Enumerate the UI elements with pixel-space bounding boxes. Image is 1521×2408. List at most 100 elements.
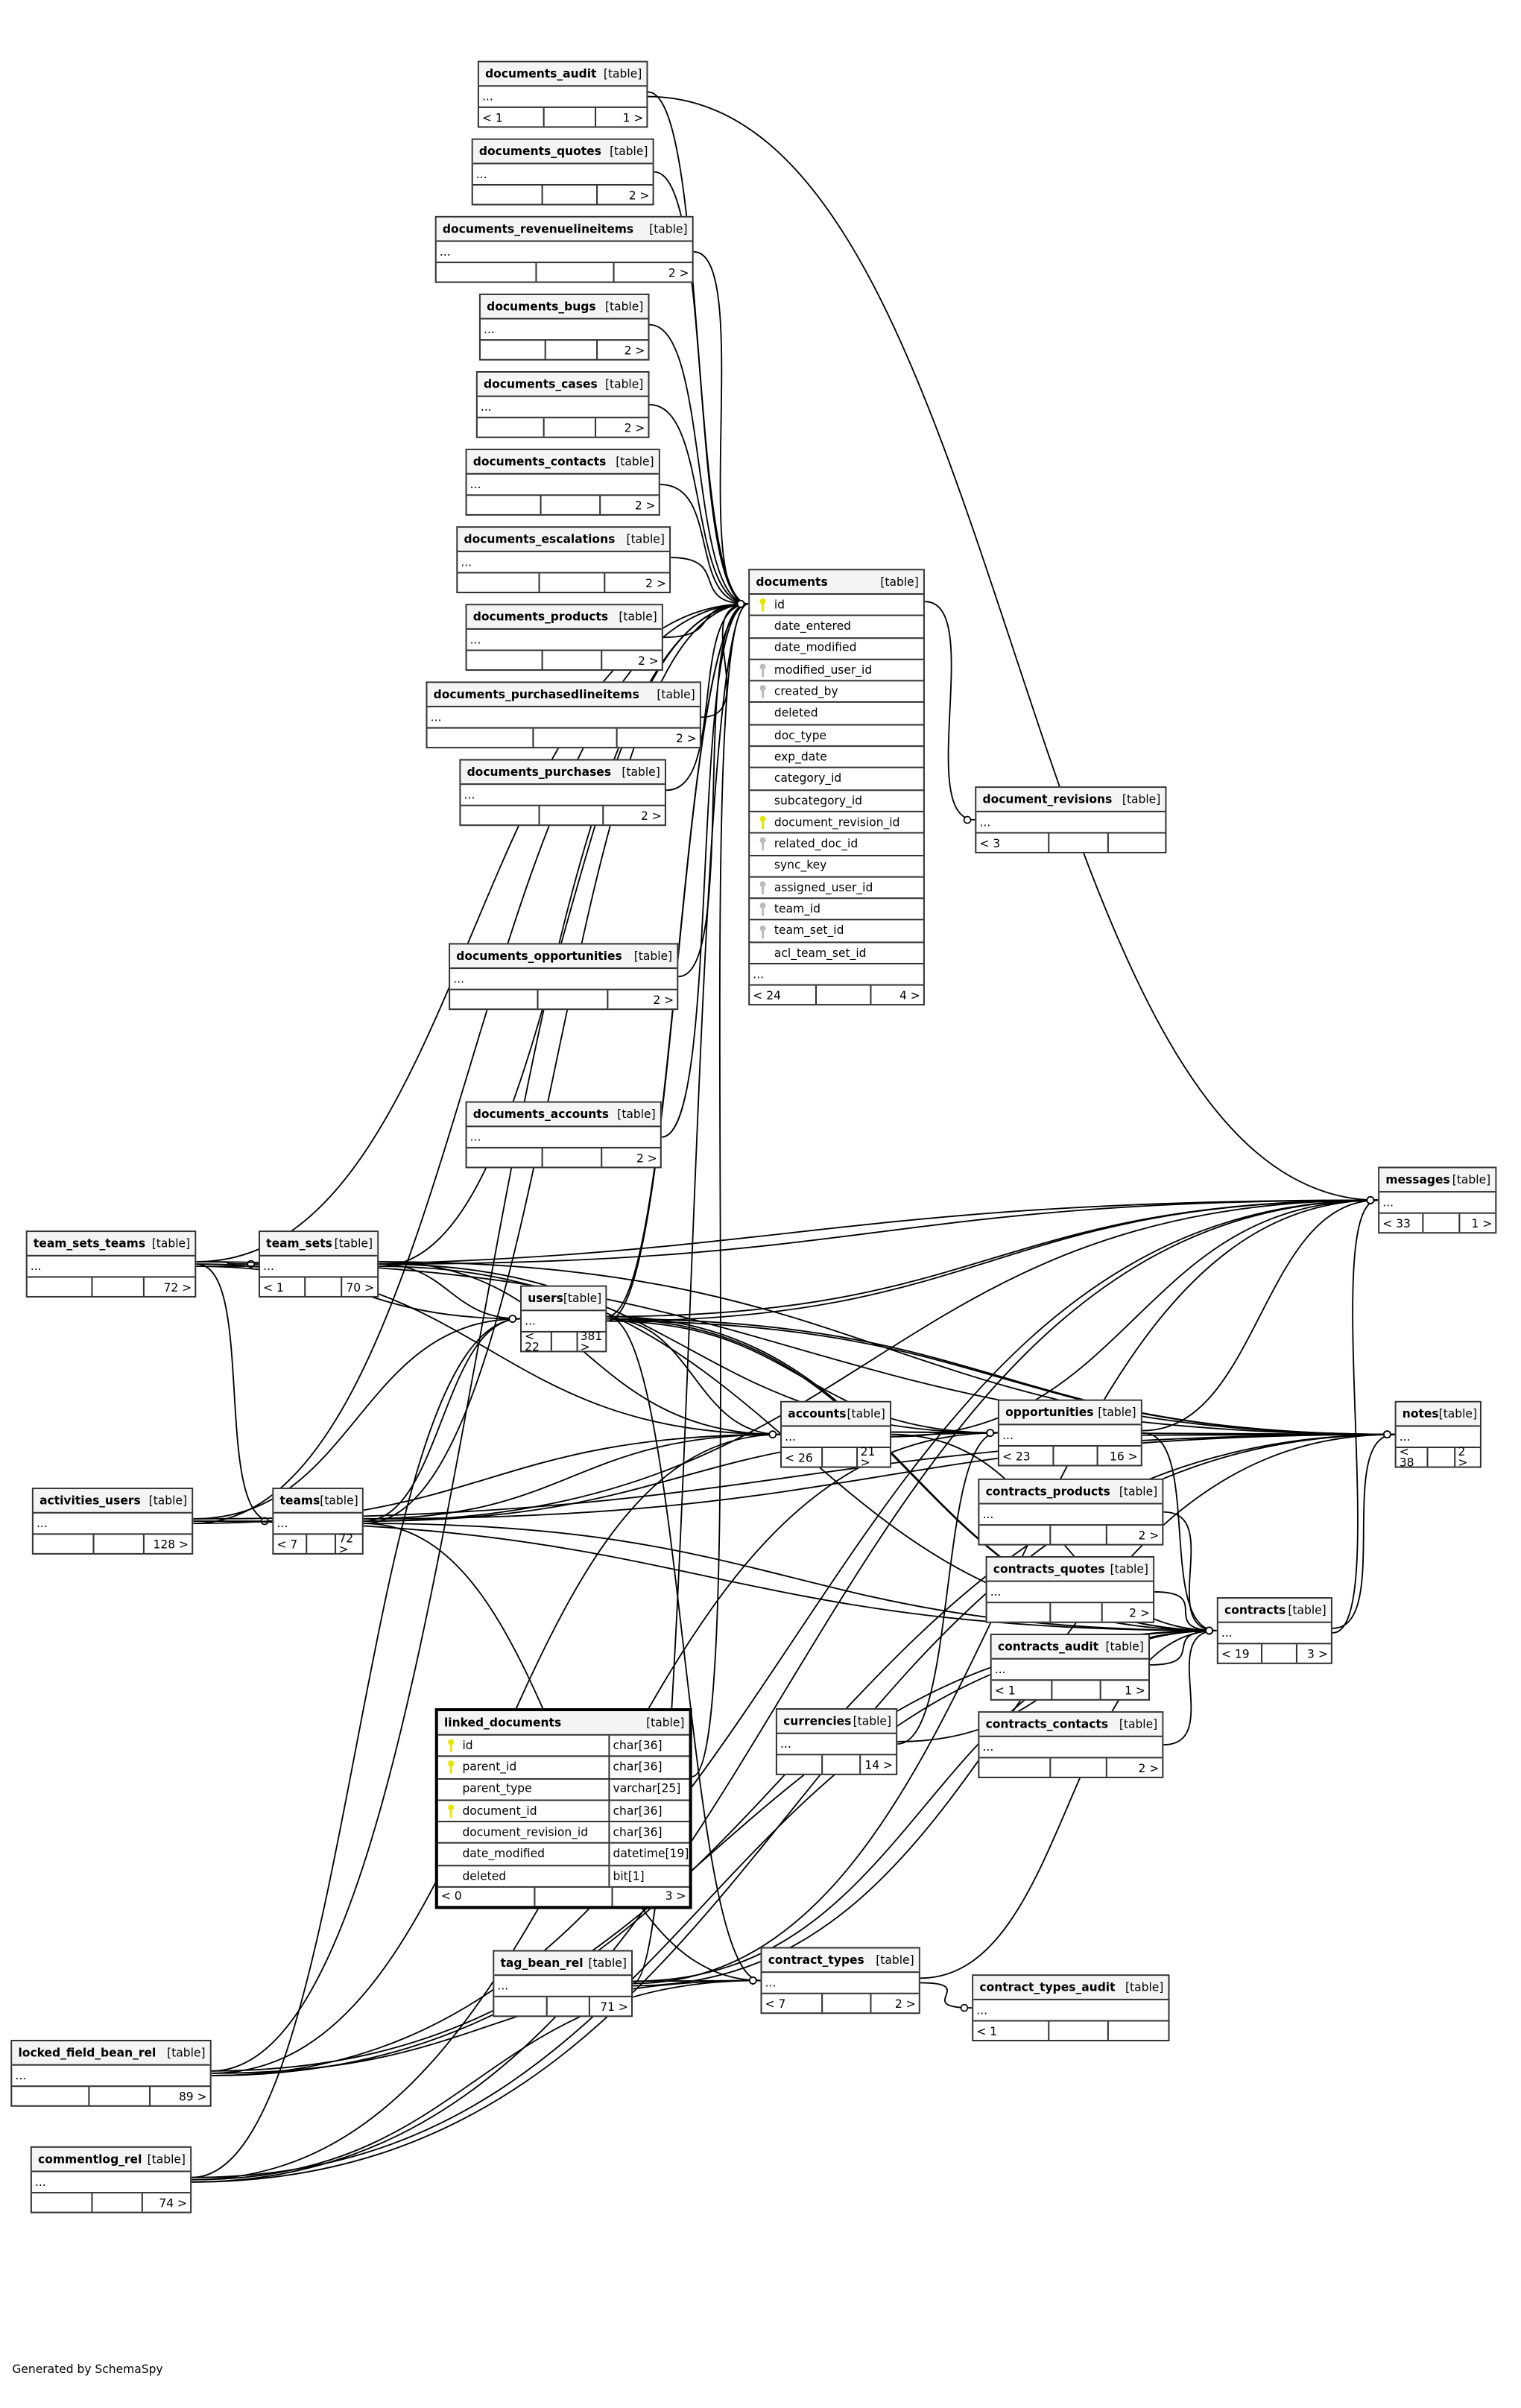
column-row[interactable]: modified_user_id [750,660,923,682]
parent-count[interactable]: < 0 [438,1888,537,1906]
child-count[interactable]: 3 > [665,1889,686,1903]
child-count[interactable]: 2 > [1138,1760,1160,1775]
table-header[interactable]: documents_purchases[table] [461,760,665,786]
table-header[interactable]: accounts[table] [782,1402,890,1427]
more-columns-row[interactable]: ... [461,785,665,807]
more-columns-row[interactable]: ... [467,1127,660,1149]
child-count[interactable]: 2 > [1458,1444,1468,1470]
child-count[interactable]: 2 > [641,808,662,823]
parent-count[interactable]: < 1 [992,1681,1053,1700]
child-count[interactable]: 3 > [1307,1646,1328,1660]
child-count[interactable]: 2 > [624,420,645,434]
more-columns-row[interactable]: ... [976,812,1166,835]
parent-count[interactable]: < 1 [479,108,545,127]
more-columns-row[interactable]: ... [477,397,648,419]
column-row[interactable]: date_modified [750,638,923,660]
table-header[interactable]: notes[table] [1396,1402,1480,1427]
table-contract-types-audit[interactable]: contract_types_audit[table]...< 1 [972,1974,1170,2042]
table-contracts-quotes[interactable]: contracts_quotes[table]...2 > [985,1555,1155,1624]
column-row[interactable]: sync_key [750,856,923,878]
table-header[interactable]: documents_products[table] [467,605,662,630]
child-count[interactable]: 1 > [1471,1216,1493,1230]
child-count[interactable]: 2 > [636,1151,657,1165]
child-count[interactable]: 2 > [1138,1528,1160,1542]
more-columns-row[interactable]: ... [273,1514,362,1535]
more-columns-row[interactable]: ... [762,1973,919,1995]
more-columns-row[interactable]: ... [999,1425,1141,1447]
table-documents-contacts[interactable]: documents_contacts[table]...2 > [465,449,660,516]
child-count[interactable]: 2 > [624,343,645,357]
more-columns-row[interactable]: ... [33,1514,192,1535]
more-columns-row[interactable]: ... [973,2000,1169,2023]
column-row[interactable]: team_id [750,900,923,921]
more-columns-row[interactable]: ... [31,2172,191,2194]
child-count[interactable]: 21 > [860,1444,876,1470]
table-contracts-products[interactable]: contracts_products[table]...2 > [978,1478,1164,1546]
parent-count[interactable]: < 23 [999,1447,1054,1466]
column-row[interactable]: acl_team_set_id [750,943,923,965]
child-count[interactable]: 2 > [653,992,674,1007]
table-tag-bean-rel[interactable]: tag_bean_rel[table]...71 > [493,1950,633,2017]
more-columns-row[interactable]: ... [450,969,677,991]
column-row[interactable]: assigned_user_id [750,877,923,900]
table-documents-purchases[interactable]: documents_purchases[table]...2 > [459,759,666,827]
child-count[interactable]: 14 > [864,1757,894,1772]
table-header[interactable]: documents_contacts[table] [467,450,659,475]
more-columns-row[interactable]: ... [777,1734,897,1756]
parent-count[interactable]: < 38 [1397,1446,1429,1469]
more-columns-row[interactable]: ... [27,1257,195,1279]
table-header[interactable]: documents_audit[table] [478,62,647,87]
parent-count[interactable]: < 7 [762,1994,823,2013]
table-documents-products[interactable]: documents_products[table]...2 > [465,604,663,671]
child-count[interactable]: 89 > [178,2089,207,2103]
table-contracts-contacts[interactable]: contracts_contacts[table]...2 > [978,1711,1164,1779]
column-row[interactable]: id [750,595,923,617]
table-header[interactable]: users[table] [522,1286,606,1312]
more-columns-row[interactable]: ... [494,1976,632,1998]
column-row[interactable]: doc_type [750,725,923,748]
table-header[interactable]: contracts_quotes[table] [987,1557,1154,1582]
parent-count[interactable]: < 3 [976,834,1050,853]
table-document-revisions[interactable]: document_revisions[table]...< 3 [975,786,1167,854]
table-header[interactable]: locked_field_bean_rel[table] [12,2041,210,2066]
more-columns-row[interactable]: ... [979,1505,1163,1526]
table-commentlog-rel[interactable]: commentlog_rel[table]...74 > [30,2146,192,2214]
more-columns-row[interactable]: ... [1379,1192,1496,1215]
parent-count[interactable]: < 33 [1379,1214,1425,1233]
child-count[interactable]: 70 > [346,1280,375,1294]
child-count[interactable]: 71 > [600,1999,628,2014]
more-columns-row[interactable]: ... [991,1660,1148,1681]
table-activities-users[interactable]: activities_users[table]...128 > [31,1488,194,1555]
table-header[interactable]: documents_escalations[table] [458,528,670,552]
table-header[interactable]: documents[table] [750,570,923,595]
child-count[interactable]: 2 > [634,498,656,512]
table-header[interactable]: messages[table] [1379,1168,1496,1193]
table-header[interactable]: teams[table] [273,1489,362,1514]
table-header[interactable]: tag_bean_rel[table] [494,1951,632,1976]
more-columns-row[interactable]: ... [1396,1426,1480,1449]
table-header[interactable]: documents_opportunities[table] [450,944,677,970]
table-header[interactable]: documents_quotes[table] [472,139,653,165]
parent-count[interactable]: < 26 [782,1448,824,1467]
table-header[interactable]: documents_bugs[table] [480,294,648,320]
parent-count[interactable]: < 1 [260,1278,306,1297]
table-messages[interactable]: messages[table]...< 33 1 > [1378,1166,1497,1234]
child-count[interactable]: 2 > [668,265,689,279]
table-header[interactable]: commentlog_rel[table] [31,2147,191,2172]
more-columns-row[interactable]: ... [427,707,700,730]
column-row[interactable]: document_revision_id [750,812,923,835]
column-row[interactable]: created_by [750,682,923,704]
table-header[interactable]: linked_documents[table] [437,1711,689,1736]
parent-count[interactable]: < 1 [973,2022,1050,2041]
parent-count[interactable]: < 7 [273,1535,308,1554]
table-header[interactable]: contract_types_audit[table] [973,1976,1169,2000]
